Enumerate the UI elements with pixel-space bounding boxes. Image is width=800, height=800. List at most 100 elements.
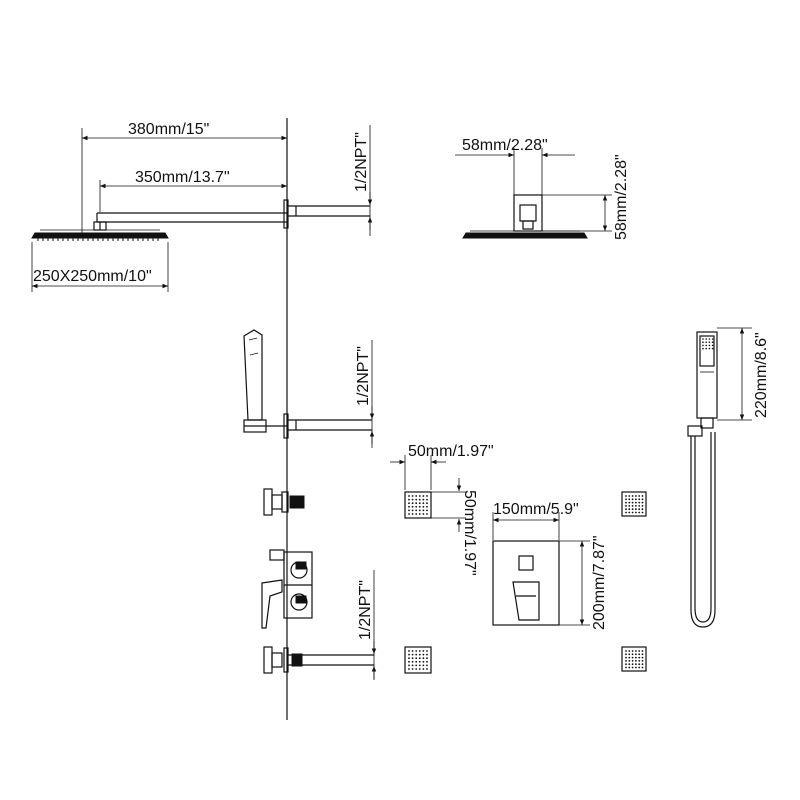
nozzle-dot bbox=[631, 501, 634, 504]
nozzle-dot bbox=[422, 664, 425, 667]
nozzle-dot bbox=[635, 660, 637, 662]
handheld-shower-front bbox=[687, 331, 718, 437]
nozzle-dot bbox=[426, 657, 428, 660]
nozzle-dot bbox=[418, 495, 421, 497]
nozzle-dot bbox=[638, 495, 641, 497]
nozzle-dot bbox=[411, 664, 414, 667]
nozzle-dot bbox=[711, 347, 714, 350]
nozzle-dot bbox=[641, 656, 644, 659]
nozzle-dot bbox=[638, 666, 641, 669]
label-plate-height: 200mm/7.87" bbox=[591, 535, 608, 630]
nozzle-dot bbox=[625, 498, 627, 501]
label-arm-thread: 1/2NPT" bbox=[353, 132, 370, 192]
nozzle-dot bbox=[628, 511, 631, 514]
nozzle-dot bbox=[702, 341, 704, 344]
nozzle-dot bbox=[408, 660, 410, 663]
nozzle-dot bbox=[408, 502, 410, 505]
nozzle-dot bbox=[418, 502, 421, 505]
nozzle-dot bbox=[705, 341, 707, 344]
nozzle-dot bbox=[415, 505, 418, 508]
nozzle-dot bbox=[422, 513, 425, 515]
nozzle-dot bbox=[426, 505, 428, 508]
nozzle-dot bbox=[422, 509, 425, 512]
nozzle-dot bbox=[426, 509, 428, 512]
nozzle-dot bbox=[628, 508, 631, 511]
nozzle-dot bbox=[411, 495, 414, 497]
nozzle-dot bbox=[408, 668, 410, 670]
nozzle-dot bbox=[625, 511, 627, 514]
nozzle-dot bbox=[641, 495, 644, 497]
label-bracket-thread: 1/2NPT" bbox=[355, 346, 372, 406]
nozzle-dot bbox=[625, 505, 627, 507]
dim-jet-width: 50mm/1.97" bbox=[390, 443, 494, 490]
body-jet-bottom-right bbox=[621, 646, 647, 672]
label-flange-width: 58mm/2.28" bbox=[462, 137, 548, 154]
dim-head-size: 250X250mm/10" bbox=[31, 242, 169, 292]
nozzle-dot bbox=[625, 650, 627, 652]
nozzle-dot bbox=[635, 650, 637, 652]
nozzle-dot bbox=[638, 653, 641, 656]
nozzle-dot bbox=[631, 660, 634, 662]
nozzle-dot bbox=[422, 505, 425, 508]
nozzle-dot bbox=[418, 650, 421, 652]
nozzle-dot bbox=[638, 660, 641, 662]
nozzle-dot bbox=[705, 344, 707, 347]
nozzle-dot bbox=[422, 498, 425, 501]
nozzle-dot bbox=[635, 495, 637, 497]
nozzle-dot bbox=[411, 668, 414, 670]
nozzle-dot bbox=[628, 650, 631, 652]
nozzle-dot bbox=[426, 653, 428, 656]
nozzle-dot bbox=[408, 498, 410, 501]
nozzle-dot bbox=[628, 660, 631, 662]
dim-handheld-length: 220mm/8.6" bbox=[717, 327, 770, 421]
nozzle-dot bbox=[628, 501, 631, 504]
nozzle-dot bbox=[635, 653, 637, 656]
nozzle-dot bbox=[418, 664, 421, 667]
label-spout-thread: 1/2NPT" bbox=[357, 580, 374, 640]
nozzle-dot bbox=[418, 660, 421, 663]
nozzle-dot bbox=[638, 656, 641, 659]
nozzle-dot bbox=[625, 501, 627, 504]
nozzle-dot bbox=[426, 668, 428, 670]
nozzle-dot bbox=[708, 338, 711, 340]
nozzle-dot bbox=[641, 653, 644, 656]
nozzle-dot bbox=[638, 650, 641, 652]
nozzle-dot bbox=[631, 666, 634, 669]
nozzle-dot bbox=[631, 653, 634, 656]
nozzle-dot bbox=[631, 505, 634, 507]
nozzle-dot bbox=[415, 650, 418, 652]
nozzle-dot bbox=[638, 663, 641, 666]
nozzle-dot bbox=[708, 344, 711, 347]
nozzle-dot bbox=[631, 495, 634, 497]
nozzle-dot bbox=[411, 653, 414, 656]
nozzle-dot bbox=[631, 656, 634, 659]
nozzle-dot bbox=[628, 666, 631, 669]
dim-plate-width: 150mm/5.9" bbox=[492, 501, 579, 540]
label-head-size: 250X250mm/10" bbox=[33, 268, 152, 285]
nozzle-dot bbox=[422, 653, 425, 656]
nozzle-dot bbox=[411, 509, 414, 512]
nozzle-dot bbox=[625, 666, 627, 669]
nozzle-dot bbox=[641, 498, 644, 501]
nozzle-dot bbox=[638, 508, 641, 511]
nozzle-dot bbox=[411, 505, 414, 508]
label-jet-height: 50mm/1.97" bbox=[461, 490, 478, 576]
nozzle-dot bbox=[625, 656, 627, 659]
nozzle-dot bbox=[418, 513, 421, 515]
nozzle-dot bbox=[638, 511, 641, 514]
shower-head-nozzles bbox=[37, 238, 159, 241]
nozzle-dot bbox=[411, 650, 414, 652]
nozzle-dot bbox=[408, 513, 410, 515]
dim-arm-thread: 1/2NPT" bbox=[353, 125, 373, 236]
nozzle-dot bbox=[625, 508, 627, 511]
nozzle-dot bbox=[631, 511, 634, 514]
nozzle-dot bbox=[628, 505, 631, 507]
nozzle-dot bbox=[415, 502, 418, 505]
nozzle-dot bbox=[418, 509, 421, 512]
lower-outlet-side bbox=[263, 646, 374, 674]
diverter-knob-side bbox=[263, 488, 305, 516]
nozzle-dot bbox=[641, 660, 644, 662]
nozzle-dot bbox=[408, 505, 410, 508]
nozzle-dot bbox=[426, 664, 428, 667]
